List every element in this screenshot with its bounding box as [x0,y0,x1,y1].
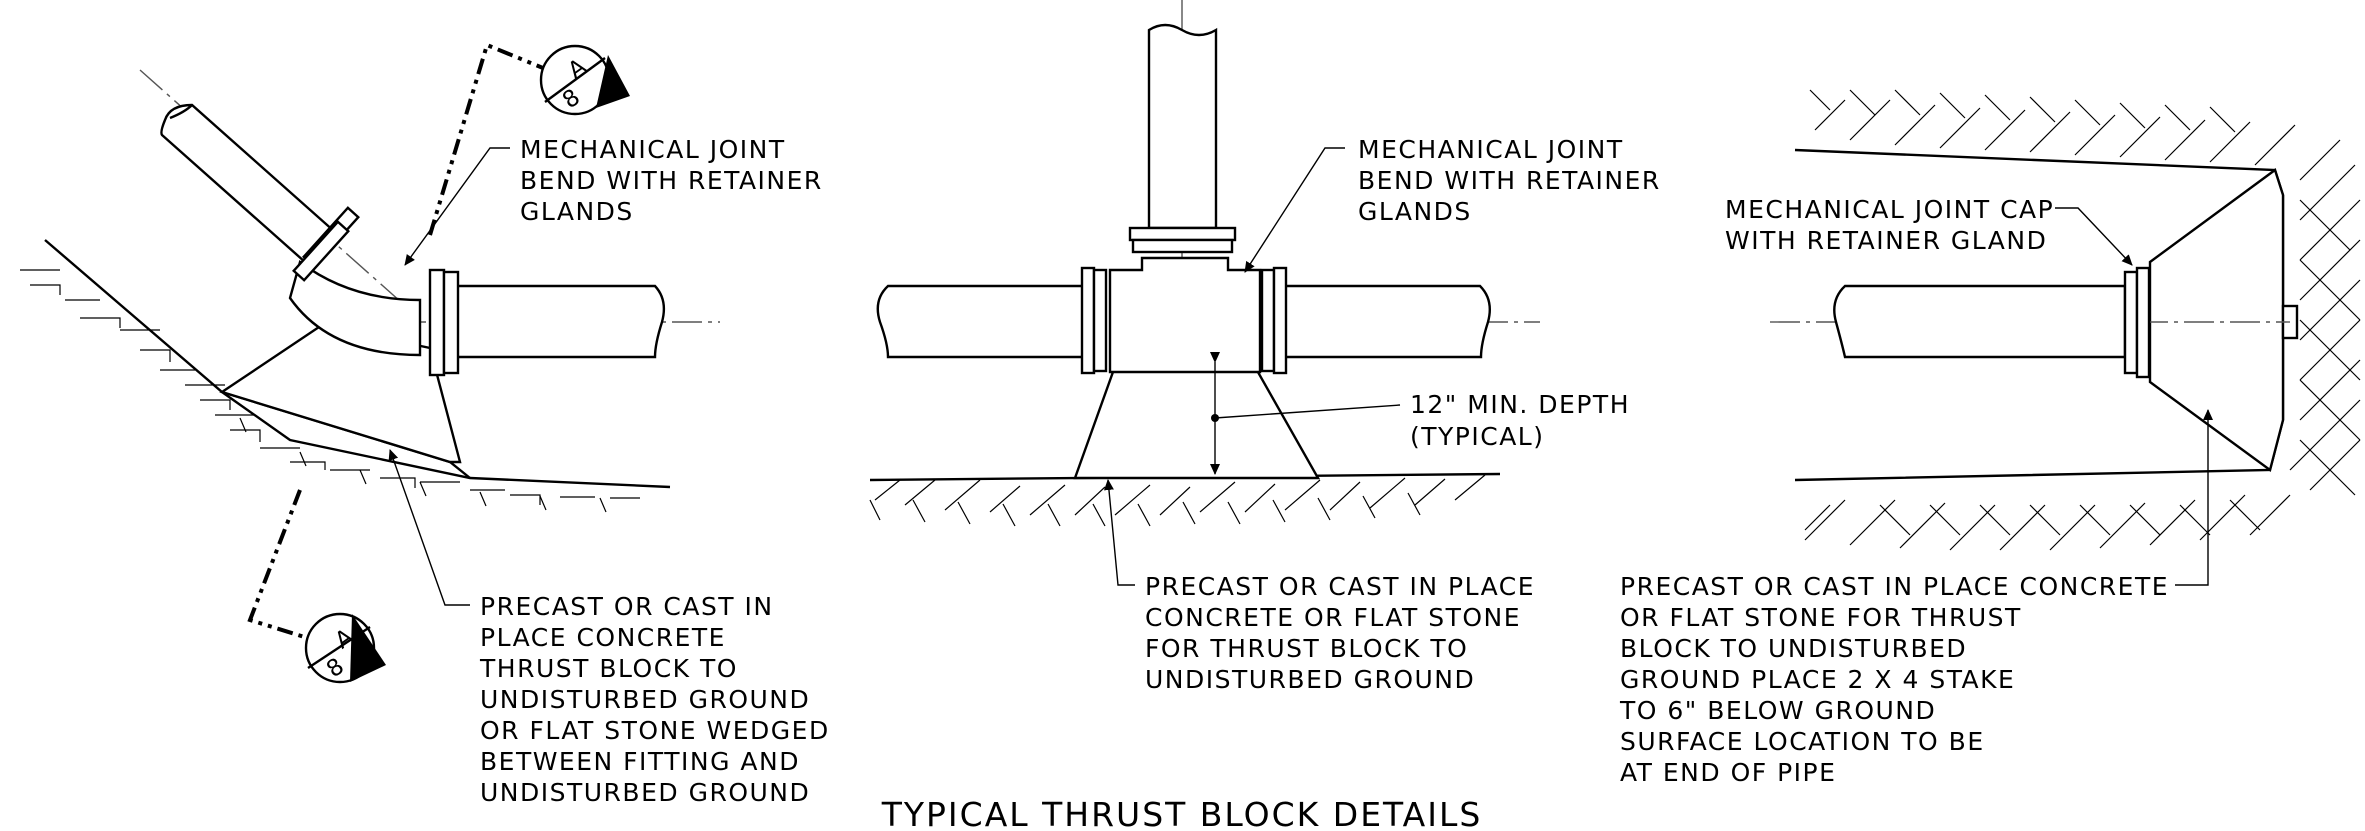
center-block-note-line-4: UNDISTURBED GROUND [1145,665,1475,694]
left-joint-leader [404,147,510,266]
left-thrust-block [219,323,462,464]
left-block-note-line-4: UNDISTURBED GROUND [480,685,810,714]
left-section-cut-upper [428,42,561,236]
left-detail [20,42,720,647]
right-block-note-line-6: SURFACE LOCATION TO BE [1620,727,1985,756]
center-vertical-pipe [1147,23,1218,230]
center-horizontal-pipe-right [1278,284,1491,359]
left-block-note-line-5: OR FLAT STONE WEDGED [480,716,830,745]
left-horizontal-pipe [453,284,666,359]
left-block-leader [388,449,470,606]
right-detail [1770,89,2361,551]
left-horizontal-gland-1 [428,268,446,377]
left-ground-upper [44,239,671,489]
center-gland-right-1 [1260,268,1276,373]
center-soil-hatch [869,474,1486,527]
center-joint-note-line-3: GLANDS [1358,197,1472,226]
left-block-note-line-6: BETWEEN FITTING AND [480,747,800,776]
section-marker-lower: A 8 [304,612,386,684]
center-gland-left-2 [1092,268,1108,373]
left-bend [288,259,422,357]
center-gland-top-1 [1128,226,1237,242]
center-gland-right-2 [1272,266,1288,375]
left-block-note-line-3: THRUST BLOCK TO [479,654,738,683]
right-cap-note-line-2: WITH RETAINER GLAND [1725,226,2047,255]
center-detail [869,0,1540,527]
right-thrust-block [2148,168,2285,473]
left-joint-note-line-1: MECHANICAL JOINT [520,135,786,164]
left-soil-hatch [20,269,640,513]
center-block-note-line-2: CONCRETE OR FLAT STONE [1145,603,1521,632]
center-depth-note-line-1: 12" MIN. DEPTH [1410,390,1630,419]
right-block-note-line-4: GROUND PLACE 2 X 4 STAKE [1620,665,2015,694]
center-horizontal-pipe-left [876,284,1087,359]
right-block-note-line-3: BLOCK TO UNDISTURBED [1620,634,1967,663]
center-gland-left-1 [1080,266,1096,375]
left-diagonal-pipe [160,103,337,264]
center-tee-body [1108,256,1262,374]
center-block-leader [1103,479,1135,586]
left-joint-note-line-3: GLANDS [520,197,634,226]
right-block-note-line-7: AT END OF PIPE [1620,758,1836,787]
center-joint-leader [1244,147,1345,273]
center-thrust-block [1073,356,1321,480]
center-joint-note-line-2: BEND WITH RETAINER [1358,166,1661,195]
right-cap-gland-1 [2123,270,2139,375]
right-soil-hatch [1804,89,2361,551]
center-joint-note-line-1: MECHANICAL JOINT [1358,135,1624,164]
left-pipe-break [169,104,193,120]
right-pipe [1833,284,2127,359]
left-horizontal-gland-2 [442,270,460,375]
left-block-note-line-2: PLACE CONCRETE [480,623,726,652]
right-cap-note-line-1: MECHANICAL JOINT CAP [1725,195,2054,224]
center-block-note-line-1: PRECAST OR CAST IN PLACE [1145,572,1535,601]
center-gland-top-2 [1131,238,1234,254]
center-depth-leader [1214,404,1401,419]
left-block-note-line-7: UNDISTURBED GROUND [480,778,810,807]
left-diagonal-gland-2 [292,220,350,282]
right-block-note-line-5: TO 6" BELOW GROUND [1619,696,1936,725]
center-depth-note-line-2: (TYPICAL) [1410,422,1544,451]
right-block-leader [2175,409,2213,586]
right-cap-leader [2055,207,2133,266]
right-block-note-line-1: PRECAST OR CAST IN PLACE CONCRETE [1620,572,2169,601]
left-block-note-line-1: PRECAST OR CAST IN [480,592,774,621]
right-block-note-line-2: OR FLAT STONE FOR THRUST [1620,603,2022,632]
right-cap-gland-2 [2135,266,2151,379]
section-marker-upper: A 8 [539,44,630,116]
center-block-note-line-3: FOR THRUST BLOCK TO [1145,634,1468,663]
left-joint-note-line-2: BEND WITH RETAINER [520,166,823,195]
left-section-cut-lower [247,489,331,647]
drawing-title: TYPICAL THRUST BLOCK DETAILS [881,795,1483,831]
